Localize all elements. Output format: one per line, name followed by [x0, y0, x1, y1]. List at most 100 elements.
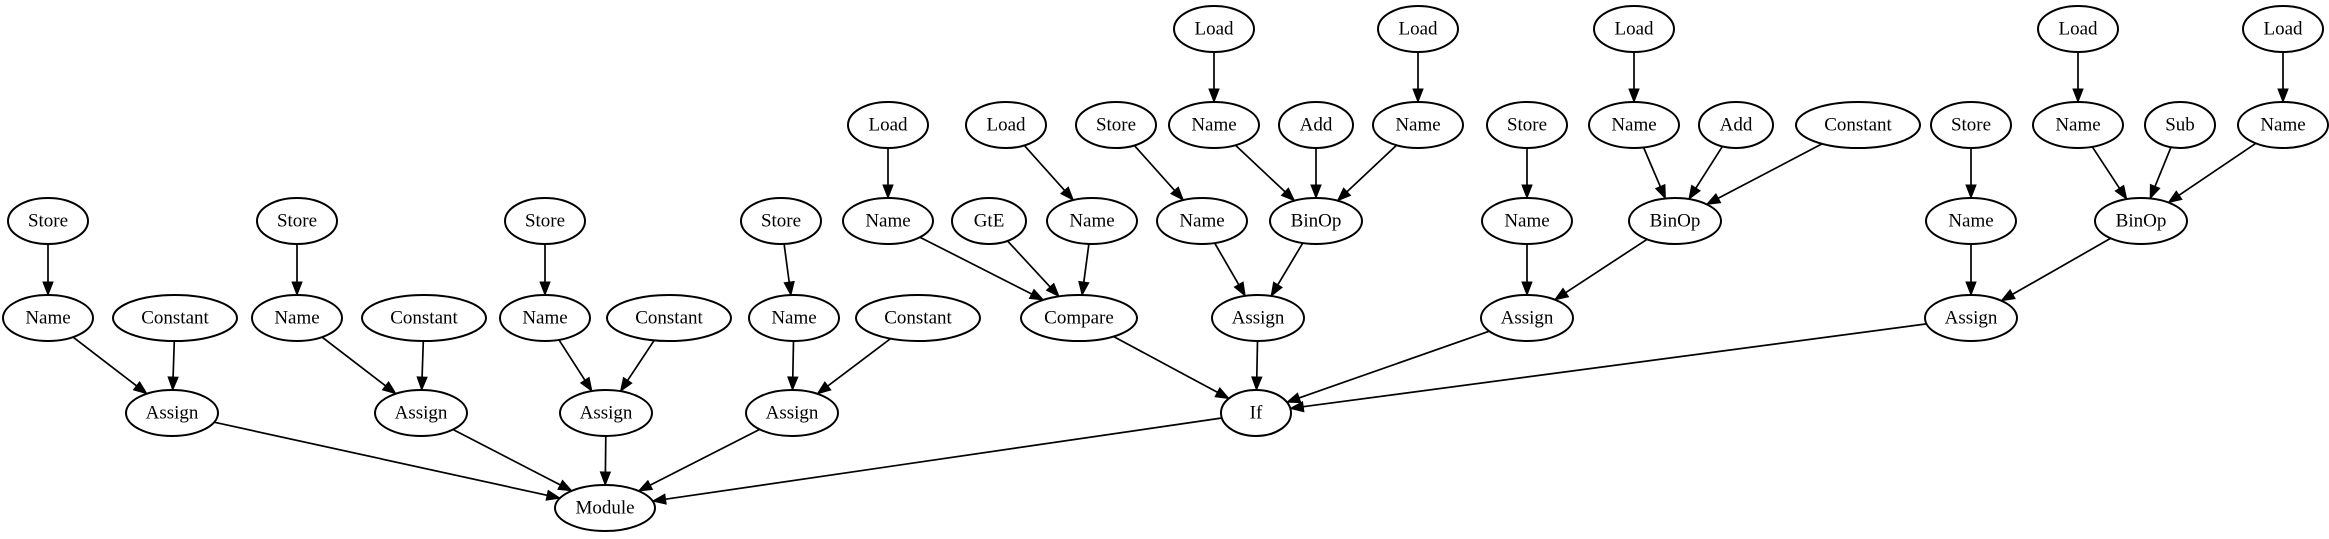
node-label: Compare	[1044, 307, 1114, 328]
node-ellipse	[2237, 101, 2329, 149]
arrowhead-nameA2-to-binopA	[1336, 187, 1352, 202]
edge-name4-to-assign4	[791, 340, 795, 378]
node-assignB: Assign	[1480, 294, 1574, 342]
node-label: Name	[274, 307, 319, 328]
edge-const2-to-assign2	[421, 340, 425, 378]
node-ellipse	[2242, 5, 2324, 53]
arrowhead-loadA2-to-nameA2	[1412, 88, 1424, 104]
node-assignA: Assign	[1211, 294, 1305, 342]
arrowhead-const3-to-assign3	[619, 376, 633, 393]
node-nameA: Name	[1156, 197, 1248, 245]
node-ellipse	[7, 197, 89, 245]
arrowhead-assignB-to-if1	[1285, 392, 1302, 404]
node-ellipse	[748, 294, 840, 342]
edge-compare-to-if1	[1113, 335, 1218, 394]
node-storeA: Store	[1075, 101, 1157, 149]
node-label: Name	[1191, 114, 1236, 135]
node-ellipse	[1372, 101, 1464, 149]
node-gte: GtE	[951, 197, 1027, 245]
edge-assign1-to-module	[213, 421, 548, 497]
arrowhead-loadC2-to-nameC2	[2277, 88, 2289, 104]
arrowhead-name2-to-assign2	[381, 381, 398, 395]
node-label: Assign	[1232, 307, 1285, 328]
node-label: Load	[1614, 18, 1654, 39]
node-compare: Compare	[1020, 294, 1138, 342]
arrowhead-loadC1-to-nameC1	[2072, 88, 2084, 104]
node-loadA2: Load	[1377, 5, 1459, 53]
node-label: Assign	[395, 402, 448, 423]
node-ellipse	[1211, 294, 1305, 342]
node-ellipse	[1924, 294, 2018, 342]
arrowhead-loadA1-to-nameA1	[1208, 88, 1220, 104]
node-ellipse	[1795, 101, 1921, 149]
arrowhead-const1-to-assign1	[167, 376, 179, 392]
node-ellipse	[1020, 294, 1138, 342]
node-ellipse	[256, 197, 338, 245]
edge-storeA-to-nameA	[1133, 144, 1176, 191]
edge-store4-to-name4	[783, 243, 791, 283]
node-label: Load	[1194, 18, 1234, 39]
node-label: Load	[2058, 18, 2098, 39]
node-label: Load	[2263, 18, 2303, 39]
node-store4: Store	[740, 197, 822, 245]
node-label: Name	[1611, 114, 1656, 135]
node-label: Add	[1720, 114, 1753, 135]
node-label: If	[1250, 402, 1263, 423]
arrowhead-name4-to-assign4	[787, 376, 799, 392]
node-ellipse	[112, 294, 238, 342]
node-ellipse	[499, 294, 591, 342]
node-const4: Constant	[855, 294, 981, 342]
node-nameC: Name	[1925, 197, 2017, 245]
arrowhead-binopB-to-assignB	[1553, 287, 1570, 301]
node-loadB1: Load	[1593, 5, 1675, 53]
node-nameC1: Name	[2032, 101, 2124, 149]
arrowhead-storeA-to-nameA	[1170, 186, 1185, 202]
edge-binopA-to-assignA	[1277, 242, 1304, 286]
node-label: Constant	[635, 307, 703, 328]
node-label: Name	[1069, 210, 1114, 231]
arrowhead-binopC-to-assignC	[2000, 289, 2016, 302]
node-loadA1: Load	[1173, 5, 1255, 53]
node-label: Name	[1948, 210, 1993, 231]
node-label: Name	[865, 210, 910, 231]
node-ellipse	[1925, 197, 2017, 245]
node-if1: If	[1220, 389, 1292, 437]
node-ellipse	[2032, 101, 2124, 149]
arrowhead-constB-to-binopB	[1705, 193, 1722, 206]
node-ellipse	[1628, 197, 1722, 245]
arrowhead-assignC-to-if1	[1288, 401, 1305, 413]
node-ellipse	[1480, 294, 1574, 342]
arrowhead-assign2-to-module	[557, 479, 573, 492]
node-ellipse	[1046, 197, 1138, 245]
edge-binopC-to-assignC	[2012, 237, 2112, 296]
arrowhead-assign3-to-module	[599, 471, 612, 487]
arrowhead-storeC-to-nameC	[1965, 184, 1977, 200]
node-module: Module	[554, 484, 656, 532]
node-ellipse	[1156, 197, 1248, 245]
edge-if1-to-module	[665, 417, 1222, 501]
arrowhead-addA-to-binopA	[1310, 184, 1322, 200]
node-label: Store	[525, 210, 565, 231]
node-ellipse	[1075, 101, 1157, 149]
arrowhead-cmpLoad2-to-cmpName2	[1060, 186, 1075, 202]
node-subC: Sub	[2144, 101, 2216, 149]
node-label: Assign	[146, 402, 199, 423]
node-nameB1: Name	[1588, 101, 1680, 149]
edge-cmpName2-to-compare	[1082, 243, 1090, 283]
edge-gte-to-compare	[1006, 240, 1051, 288]
edge-constB-to-binopB	[1717, 143, 1823, 200]
node-binopA: BinOp	[1269, 197, 1363, 245]
edge-nameA1-to-binopA	[1234, 144, 1286, 193]
node-label: BinOp	[2116, 210, 2167, 231]
node-const3: Constant	[606, 294, 732, 342]
edge-name3-to-assign3	[558, 339, 586, 381]
edge-addB-to-binopB	[1695, 145, 1724, 189]
arrowhead-storeB-to-nameB	[1521, 184, 1533, 200]
node-label: Constant	[141, 307, 209, 328]
node-ellipse	[745, 389, 839, 437]
node-label: Module	[575, 497, 634, 518]
node-assign4: Assign	[745, 389, 839, 437]
edge-subC-to-binopC	[2154, 146, 2172, 187]
